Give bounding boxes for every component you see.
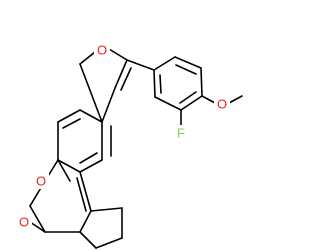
atom-label-layer: O O O F O	[16, 42, 230, 230]
bond	[57, 159, 81, 173]
bond	[79, 159, 103, 173]
bond	[154, 96, 182, 111]
bond	[95, 237, 123, 249]
bond	[201, 95, 216, 104]
bond	[159, 74, 162, 94]
ring-oxygen-label: O	[36, 174, 46, 189]
bond	[79, 231, 97, 249]
bond	[228, 95, 243, 104]
bond	[57, 109, 81, 123]
bond	[79, 152, 98, 164]
bond	[114, 59, 128, 89]
bond	[180, 95, 203, 111]
bond	[175, 64, 197, 75]
bond	[90, 207, 123, 212]
bond	[29, 205, 46, 233]
bond	[174, 56, 202, 69]
bond	[179, 91, 197, 104]
bond	[29, 221, 46, 233]
bond	[79, 51, 96, 65]
methoxy-oxygen-label: O	[217, 97, 227, 112]
bond	[200, 67, 203, 97]
bond	[101, 87, 116, 123]
bond	[153, 69, 156, 98]
bond	[62, 118, 81, 129]
bond	[57, 159, 71, 182]
bond-layer	[29, 48, 243, 249]
carbonyl-oxygen-label: O	[19, 215, 29, 230]
bond	[79, 109, 103, 123]
bond	[153, 56, 176, 71]
bond	[126, 59, 155, 71]
furan-oxygen-label: O	[97, 43, 107, 58]
bond	[79, 171, 92, 212]
molecule-structure: O O O F O	[16, 42, 243, 249]
bond	[108, 48, 128, 61]
fluorine-label: F	[177, 126, 185, 141]
bond	[79, 63, 103, 123]
bond	[120, 67, 132, 91]
bond	[79, 210, 92, 233]
bond	[76, 177, 87, 212]
